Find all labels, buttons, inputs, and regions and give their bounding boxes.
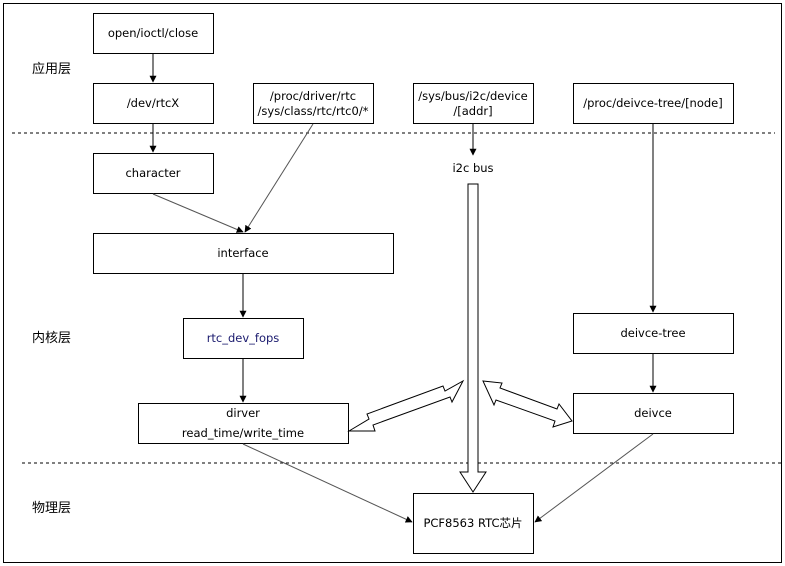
svg-text:/sys/bus/i2c/device: /sys/bus/i2c/device <box>418 89 527 103</box>
node-open-ioctl-close: open/ioctl/close <box>93 13 214 54</box>
arrow-character-to-interface <box>152 193 244 233</box>
svg-text:open/ioctl/close: open/ioctl/close <box>108 26 198 40</box>
svg-text:interface: interface <box>217 246 268 260</box>
svg-text:character: character <box>125 166 180 180</box>
svg-text:read_time/write_time: read_time/write_time <box>182 426 304 440</box>
double-arrow-i2c-deivce <box>482 380 573 428</box>
svg-text:/proc/driver/rtc: /proc/driver/rtc <box>270 89 356 103</box>
outer-frame <box>3 3 782 563</box>
svg-text:deivce-tree: deivce-tree <box>620 326 685 340</box>
svg-text:/sys/class/rtc/rtc0/*: /sys/class/rtc/rtc0/* <box>258 104 369 118</box>
arrow-procdriver-to-interface <box>244 123 314 233</box>
svg-text:dirver: dirver <box>226 406 260 420</box>
node-pcf8563: PCF8563 RTC芯片 <box>413 493 534 554</box>
layer-label-physical: 物理层 <box>32 501 71 516</box>
double-arrow-dirver-i2c <box>347 379 465 432</box>
node-proc-deivce-tree: /proc/deivce-tree/[node] <box>573 83 734 124</box>
node-dirver: dirver read_time/write_time <box>138 403 349 444</box>
arrow-deivce-to-pcf8563 <box>534 433 654 523</box>
node-sys-bus-i2c-device: /sys/bus/i2c/device /[addr] <box>413 83 534 124</box>
node-proc-driver-rtc: /proc/driver/rtc /sys/class/rtc/rtc0/* <box>253 83 374 124</box>
node-i2c-bus: i2c bus <box>452 161 493 175</box>
svg-text:/dev/rtcX: /dev/rtcX <box>127 96 179 110</box>
node-interface: interface <box>93 233 394 274</box>
svg-text:/[addr]: /[addr] <box>453 104 492 118</box>
node-dev-rtcx: /dev/rtcX <box>93 83 214 124</box>
arrow-dirver-to-pcf8563 <box>242 443 413 523</box>
layer-label-kernel: 内核层 <box>32 330 71 346</box>
node-character: character <box>93 153 214 194</box>
arrow-i2cbus-to-pcf8563 <box>459 183 487 493</box>
node-rtc-dev-fops: rtc_dev_fops <box>183 318 304 359</box>
svg-text:deivce: deivce <box>634 406 672 420</box>
svg-text:/proc/deivce-tree/[node]: /proc/deivce-tree/[node] <box>583 96 723 110</box>
node-deivce: deivce <box>573 393 734 434</box>
node-deivce-tree: deivce-tree <box>573 313 734 354</box>
layer-label-application: 应用层 <box>32 61 71 77</box>
svg-text:rtc_dev_fops: rtc_dev_fops <box>207 331 280 345</box>
svg-text:PCF8563 RTC芯片: PCF8563 RTC芯片 <box>423 516 522 530</box>
